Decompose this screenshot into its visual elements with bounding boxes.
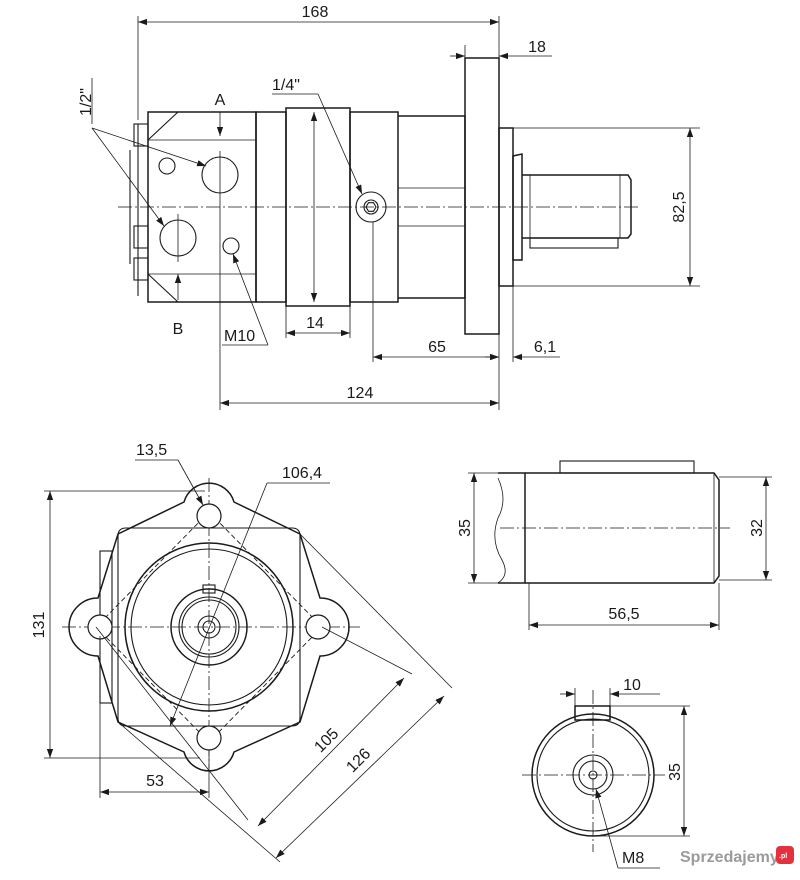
label-thread-m8: M8: [622, 850, 644, 867]
dim-53: 53: [146, 773, 164, 790]
watermark: Sprzedajemy .pl: [680, 846, 794, 866]
shaft-view: 35 32 56,5: [457, 460, 772, 630]
shaft-centre: [197, 615, 221, 639]
dim-14: 14: [306, 315, 324, 332]
bolt-hole-right: [305, 614, 331, 640]
dim-124: 124: [347, 385, 374, 402]
dim-32: 32: [749, 519, 766, 537]
dim-13-5: 13,5: [136, 442, 167, 459]
bolt-hole-bottom: [196, 725, 222, 751]
dim-131: 131: [31, 612, 48, 639]
drain-port: [355, 191, 387, 223]
output-shaft: [512, 153, 632, 261]
dim-65: 65: [428, 339, 446, 356]
shaft-key-slot: [202, 584, 216, 594]
label-thread-m10: M10: [224, 328, 255, 345]
shaft-key-top: [559, 460, 695, 474]
bolt-hole-top: [196, 503, 222, 529]
label-port-b: B: [173, 321, 184, 338]
watermark-text: Sprzedajemy: [680, 849, 779, 866]
dim-168: 168: [302, 4, 329, 21]
dim-10: 10: [623, 677, 641, 694]
mounting-flange: [464, 57, 500, 335]
end-view: 10 35 M8: [522, 677, 690, 869]
pilot-outer: [124, 542, 294, 712]
dim-105: 105: [311, 725, 342, 756]
label-drain-port: 1/4": [272, 77, 300, 94]
dim-106-4: 106,4: [282, 465, 322, 482]
port-small-upper: [158, 157, 176, 175]
end-thread-hole: [572, 754, 614, 796]
dim-56-5: 56,5: [608, 606, 639, 623]
dim-126: 126: [343, 745, 374, 776]
dim-35-shaft: 35: [457, 519, 474, 537]
watermark-tld: .pl: [779, 853, 787, 860]
dim-6-1: 6,1: [534, 339, 556, 356]
flange-outline: [68, 482, 350, 772]
shaft-key: [529, 237, 619, 249]
watermark-badge: [776, 846, 794, 864]
end-key: [574, 705, 611, 721]
bolt-hole-left: [87, 614, 113, 640]
label-port-a: A: [215, 92, 226, 109]
label-main-ports: 1/2": [78, 88, 95, 116]
port-m10: [222, 237, 240, 255]
dim-35-end: 35: [667, 763, 684, 781]
dim-18: 18: [528, 39, 546, 56]
dim-82-5: 82,5: [671, 191, 688, 222]
shaft-shoulder: [498, 472, 526, 584]
shaft-outer: [170, 588, 248, 666]
front-view: 131 53 13,5 106,4 105 126: [31, 442, 453, 863]
side-view: 168 18 82,5 14 65 6,1 124 1/4" 1/2": [78, 4, 700, 410]
